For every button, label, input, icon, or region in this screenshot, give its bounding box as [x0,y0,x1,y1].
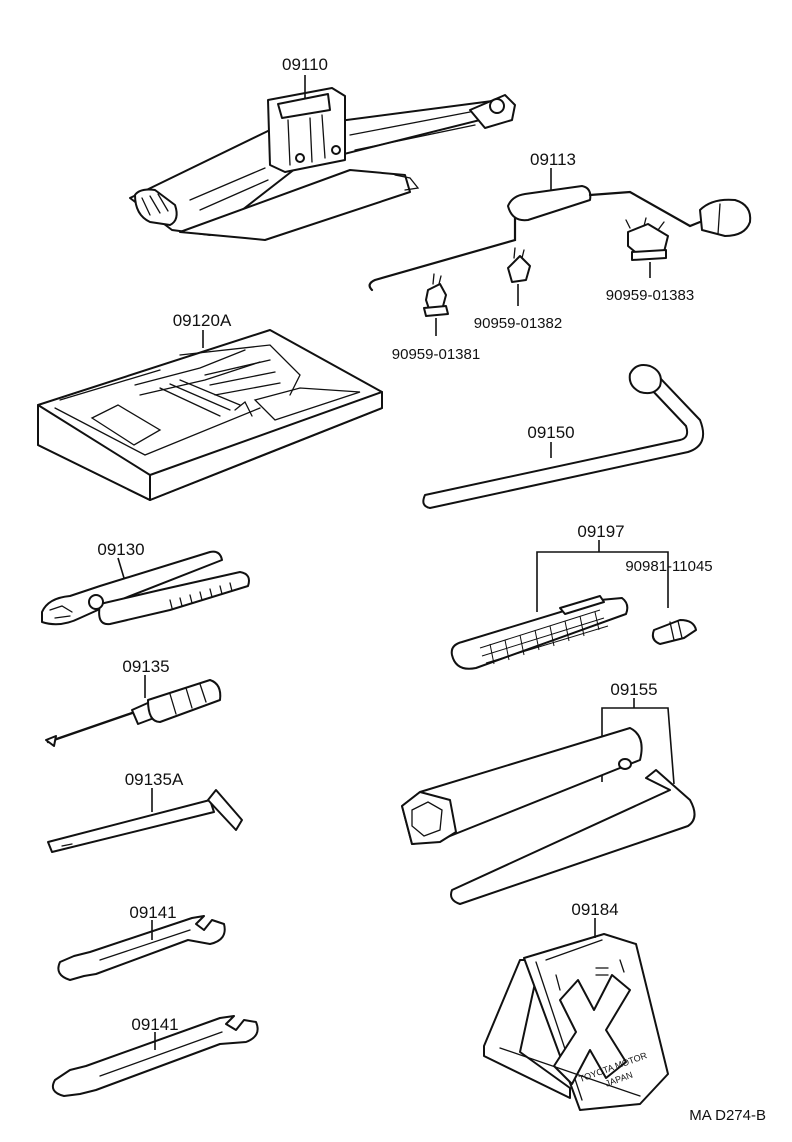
label-clip-1: 90959-01381 [392,346,480,363]
label-wheel-nut-wrench: 09150 [527,423,574,442]
label-offset-screwdriver: 09135A [125,770,184,789]
clip-2-illustration [507,247,531,283]
label-screwdriver: 09135 [122,657,169,676]
wrench-upper-illustration [57,915,226,981]
pliers-illustration [41,550,250,626]
plug-wrench-handle-illustration [450,595,629,670]
label-plug-wrench-group: 09197 [577,522,624,541]
jack-handle-illustration [368,185,752,292]
jack-illustration [129,87,516,241]
spark-plug-wrench-illustration [401,727,696,905]
diagram-code: MA D274-B [689,1107,766,1124]
label-jack-handle: 09113 [530,150,576,169]
plug-cap-illustration [651,619,697,645]
label-tool-tray: 09120A [173,311,232,330]
clip-1-illustration [423,273,449,317]
wrench-lower-illustration [51,1015,259,1097]
triangle-stand-illustration [483,933,669,1111]
label-plug-cap: 90981-11045 [625,558,712,575]
label-pliers: 09130 [97,540,144,559]
bracket-plug-wrench-group [536,551,669,612]
wheel-nut-wrench-illustration [422,364,704,509]
label-wrench-lower: 09141 [131,1015,178,1034]
label-clip-3: 90959-01383 [606,287,694,304]
label-wrench-upper: 09141 [129,903,176,922]
offset-screwdriver-illustration [47,789,243,853]
leader-pliers [117,557,125,579]
label-jack: 09110 [282,55,328,74]
label-clip-2: 90959-01382 [474,315,562,332]
screwdriver-illustration [45,679,222,747]
clip-3-illustration [625,217,669,261]
tool-tray-illustration [37,329,383,501]
label-triangle-stand: 09184 [571,900,618,919]
label-spark-plug-wrench: 09155 [610,680,657,699]
